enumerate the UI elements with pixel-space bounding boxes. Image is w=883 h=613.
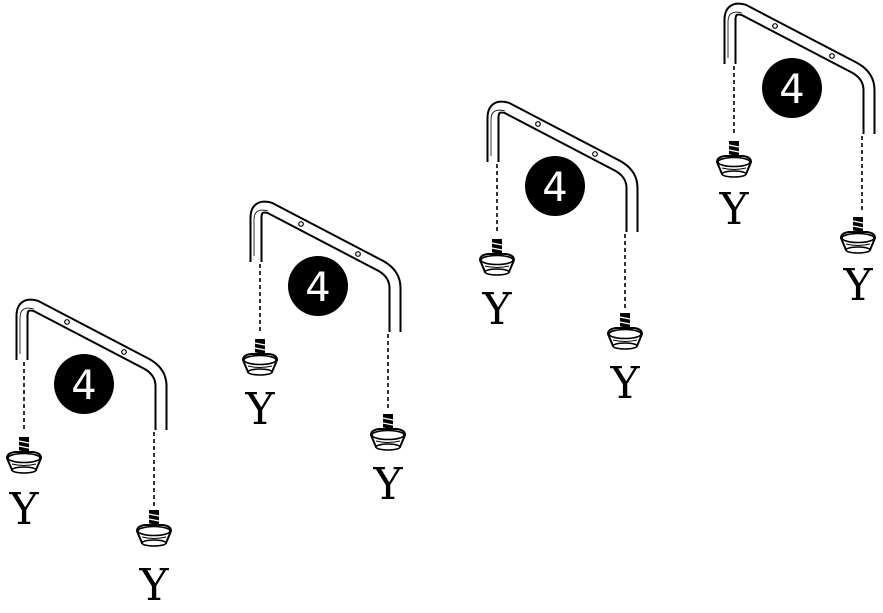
foot-label-right: Y [842, 260, 873, 311]
leveling-foot-icon [607, 312, 643, 350]
leveling-foot-icon [242, 338, 278, 376]
assembly-4: 4 Y Y [716, 9, 876, 311]
foot-label-left: Y [8, 484, 39, 535]
leveling-foot-icon [479, 238, 515, 276]
leveling-foot-icon [840, 216, 876, 254]
foot-label-left: Y [244, 384, 275, 435]
foot-label-right: Y [372, 459, 403, 510]
leveling-foot-icon [370, 413, 406, 451]
foot-label-right: Y [138, 560, 169, 611]
foot-label-right: Y [609, 358, 640, 409]
quantity-badge-text: 4 [71, 363, 96, 409]
foot-label-left: Y [718, 184, 749, 235]
quantity-badge-icon: 4 [54, 354, 114, 414]
leveling-foot-icon [136, 509, 172, 547]
assembly-1: 4 Y Y [6, 305, 172, 611]
assembly-3: 4 Y Y [479, 107, 643, 409]
quantity-badge-text: 4 [305, 265, 330, 311]
quantity-badge-text: 4 [542, 165, 567, 211]
assembly-2: 4 Y Y [242, 207, 406, 510]
leveling-foot-icon [716, 140, 752, 178]
quantity-badge-icon: 4 [525, 156, 585, 216]
quantity-badge-icon: 4 [762, 58, 822, 118]
foot-label-left: Y [481, 284, 512, 335]
quantity-badge-icon: 4 [288, 256, 348, 316]
leveling-foot-icon [6, 436, 42, 474]
quantity-badge-text: 4 [779, 67, 804, 113]
